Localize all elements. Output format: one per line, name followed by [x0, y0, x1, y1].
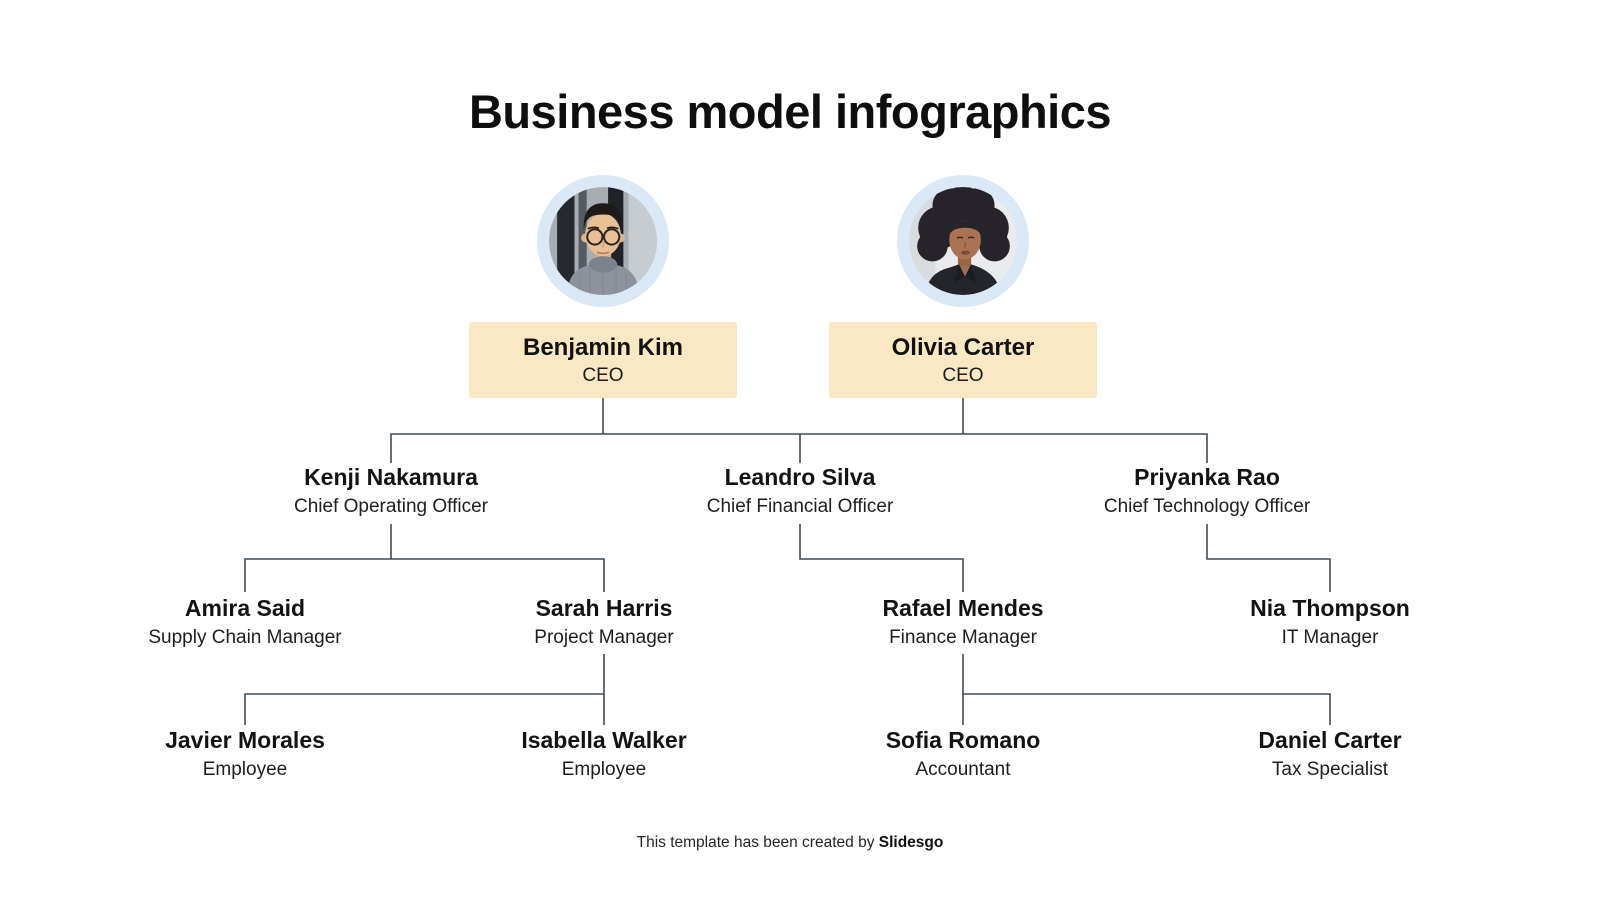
person-name: Sarah Harris — [535, 595, 673, 621]
benjamin-kim-avatar — [537, 175, 669, 307]
person-role: Finance Manager — [889, 627, 1037, 648]
org-node-nia-thompson: Nia Thompson IT Manager — [1250, 593, 1410, 651]
person-name: Daniel Carter — [1258, 727, 1402, 753]
person-role: Chief Financial Officer — [706, 496, 894, 517]
person-role: Project Manager — [534, 627, 674, 648]
person-name: Sofia Romano — [885, 727, 1041, 753]
person-role: Tax Specialist — [1271, 759, 1389, 780]
man-with-glasses-portrait-icon — [549, 187, 657, 295]
template-credit-text: This template has been created by — [636, 834, 879, 851]
person-role: Employee — [202, 759, 288, 780]
page-title: Business model infographics — [468, 85, 1112, 138]
person-name: Priyanka Rao — [1134, 464, 1280, 490]
org-node-javier-morales: Javier Morales Employee — [165, 725, 325, 783]
person-role: Accountant — [915, 759, 1011, 780]
person-role: Chief Operating Officer — [294, 496, 488, 517]
person-name: Nia Thompson — [1250, 595, 1410, 621]
person-name: Amira Said — [184, 595, 306, 621]
person-name: Rafael Mendes — [882, 595, 1044, 621]
person-role: IT Manager — [1281, 627, 1379, 648]
org-node-sarah-harris: Sarah Harris Project Manager — [534, 593, 673, 651]
person-role: Supply Chain Manager — [148, 627, 342, 648]
person-role: Employee — [561, 759, 647, 780]
org-node-isabella-walker: Isabella Walker Employee — [521, 725, 686, 783]
org-node-priyanka-rao: Priyanka Rao Chief Technology Officer — [1104, 462, 1310, 520]
template-credit: This template has been created by Slides… — [637, 834, 944, 852]
person-role: CEO — [942, 365, 984, 386]
org-node-olivia-carter: Olivia Carter CEO — [829, 322, 1097, 398]
person-name: Javier Morales — [165, 727, 325, 753]
person-role: Chief Technology Officer — [1103, 496, 1311, 517]
org-node-leandro-silva: Leandro Silva Chief Financial Officer — [707, 462, 894, 520]
slidesgo-brand: Slidesgo — [878, 834, 944, 851]
person-name: Leandro Silva — [724, 464, 876, 490]
olivia-carter-avatar — [897, 175, 1029, 307]
person-name: Isabella Walker — [521, 727, 687, 753]
woman-with-afro-portrait-icon — [909, 187, 1017, 295]
org-node-daniel-carter: Daniel Carter Tax Specialist — [1258, 725, 1401, 783]
person-name: Kenji Nakamura — [304, 464, 478, 490]
org-node-rafael-mendes: Rafael Mendes Finance Manager — [882, 593, 1043, 651]
org-node-sofia-romano: Sofia Romano Accountant — [886, 725, 1041, 783]
person-name: Benjamin Kim — [522, 334, 684, 361]
org-node-amira-said: Amira Said Supply Chain Manager — [148, 593, 341, 651]
person-name: Olivia Carter — [891, 334, 1035, 361]
org-node-benjamin-kim: Benjamin Kim CEO — [469, 322, 737, 398]
org-node-kenji-nakamura: Kenji Nakamura Chief Operating Officer — [294, 462, 488, 520]
person-role: CEO — [582, 365, 624, 386]
